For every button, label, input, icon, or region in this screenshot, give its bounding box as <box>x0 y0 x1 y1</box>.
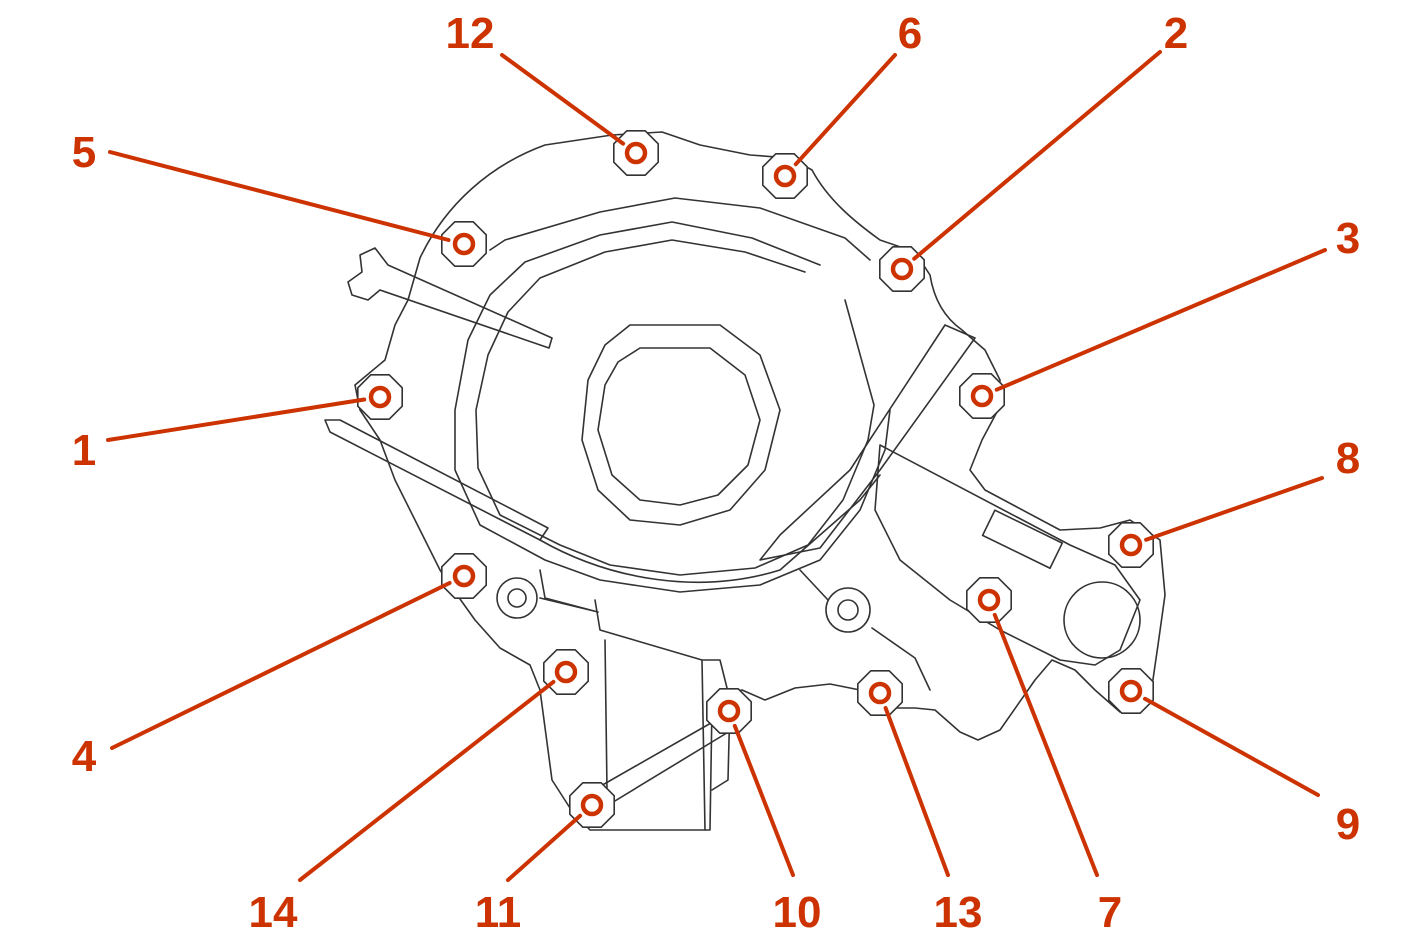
callout-label-3: 3 <box>1336 214 1360 263</box>
bolt-8 <box>1119 533 1143 557</box>
bolt-13 <box>868 681 892 705</box>
lower-web <box>539 569 931 691</box>
bolt-10 <box>717 699 741 723</box>
leader-line-1 <box>106 397 367 442</box>
bolt-4 <box>452 564 476 588</box>
dipstick-tube <box>347 247 553 349</box>
callout-label-11: 11 <box>475 888 522 937</box>
dowel-boss-right <box>825 587 871 633</box>
leader-line-2 <box>912 50 1162 261</box>
cross-bar-lower <box>539 474 881 583</box>
callout-label-14: 14 <box>249 888 298 937</box>
leader-line-6 <box>793 53 897 167</box>
bolt-9 <box>1119 679 1143 703</box>
bolt-boss-shells <box>356 130 1154 829</box>
chain-guide-inner <box>475 239 875 576</box>
callout-label-7: 7 <box>1098 888 1122 937</box>
callout-label-13: 13 <box>934 888 983 937</box>
leader-line-13 <box>883 706 950 877</box>
callout-label-6: 6 <box>898 9 922 58</box>
bolt-5 <box>452 232 476 256</box>
chain-guide-outer <box>454 221 891 593</box>
bolt-7 <box>977 588 1001 612</box>
dowel-hole-left <box>507 588 527 608</box>
bolt-11 <box>580 793 604 817</box>
seal-outer <box>581 324 781 526</box>
pump-window <box>981 509 1064 570</box>
cross-bar-tube <box>759 324 976 561</box>
bolt-6 <box>773 164 797 188</box>
dowel-boss-left <box>496 577 538 619</box>
bolt-14 <box>554 660 578 684</box>
leader-line-8 <box>1144 476 1324 542</box>
callout-label-9: 9 <box>1336 800 1360 849</box>
seal-inner <box>597 347 761 506</box>
leader-line-10 <box>732 723 795 877</box>
leader-line-7 <box>992 612 1099 877</box>
callout-label-8: 8 <box>1336 434 1360 483</box>
bolt-markers <box>368 141 1143 817</box>
pump-outlet <box>1063 581 1141 659</box>
leader-line-12 <box>500 53 626 146</box>
leader-line-5 <box>108 150 451 242</box>
leader-line-14 <box>298 679 556 882</box>
callout-label-4: 4 <box>72 732 97 781</box>
callout-leaders <box>106 50 1327 882</box>
cross-bar-upper <box>324 419 549 541</box>
bolt-2 <box>890 257 914 281</box>
callout-label-10: 10 <box>773 888 822 937</box>
dowel-hole-right <box>837 599 859 621</box>
bolt-3 <box>970 384 994 408</box>
callout-label-1: 1 <box>72 426 96 475</box>
callout-label-12: 12 <box>446 9 495 58</box>
leader-line-3 <box>994 248 1327 392</box>
leader-line-9 <box>1143 696 1320 797</box>
pump-body <box>874 444 1141 666</box>
callout-label-5: 5 <box>72 128 96 177</box>
leader-line-4 <box>110 581 452 750</box>
leader-line-11 <box>506 813 583 882</box>
callout-label-2: 2 <box>1164 9 1188 58</box>
bolt-12 <box>624 141 648 165</box>
bolt-1 <box>368 385 392 409</box>
upper-rib <box>489 197 871 261</box>
